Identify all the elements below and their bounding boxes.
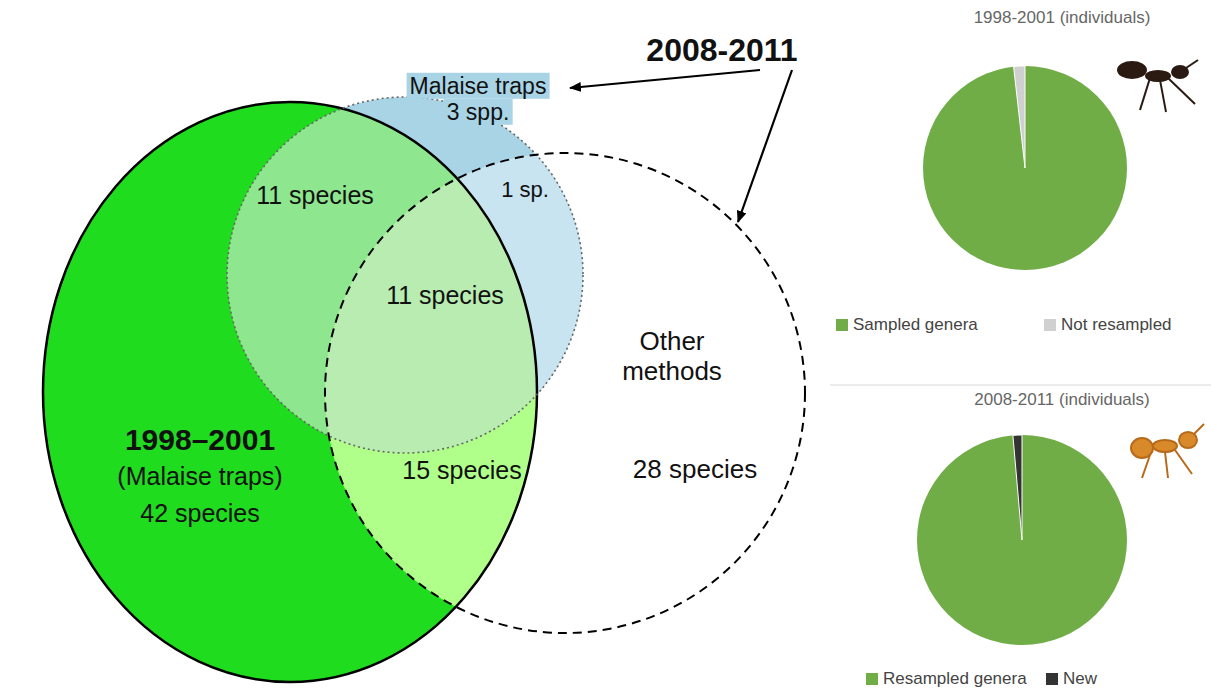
circle-label: 3 spp. xyxy=(444,99,513,125)
legend-swatch xyxy=(866,673,878,685)
circle-outline xyxy=(325,153,805,633)
legend-entry: Resampled genera xyxy=(866,669,1027,689)
circle-label: 1998–2001 xyxy=(125,423,275,458)
ant-icon xyxy=(1131,424,1204,478)
legend-text: Not resampled xyxy=(1061,315,1172,335)
region-count: 15 species xyxy=(402,456,522,485)
chart-title: 2008-2011 (individuals) xyxy=(974,390,1149,410)
legend-text: Resampled genera xyxy=(883,669,1027,689)
region-count: 2008-2011 xyxy=(646,32,797,69)
circle-outline xyxy=(227,97,583,453)
ant-icon xyxy=(1118,60,1198,112)
legend-text: New xyxy=(1063,669,1097,689)
legend-entry: New xyxy=(1046,669,1097,689)
region-count: 11 species xyxy=(386,281,504,310)
legend-entry: Sampled genera xyxy=(836,315,978,335)
circle-label: Other methods xyxy=(607,327,737,387)
circle-label: (Malaise traps) xyxy=(117,462,282,491)
legend-swatch xyxy=(1044,319,1056,331)
circle-label: Malaise traps xyxy=(407,73,550,99)
legend-swatch xyxy=(1046,673,1058,685)
region-count: 11 species xyxy=(256,181,374,210)
circle-label: 28 species xyxy=(633,455,757,485)
venn-circle: Other methods 28 species xyxy=(325,153,805,633)
chart-title: 1998-2001 (individuals) xyxy=(974,8,1151,28)
legend-entry: Not resampled xyxy=(1044,315,1172,335)
circle-label: 42 species xyxy=(140,499,260,528)
legend-swatch xyxy=(836,319,848,331)
region-count: 1 sp. xyxy=(501,177,549,202)
legend-text: Sampled genera xyxy=(853,315,978,335)
venn-circle: Malaise traps3 spp. xyxy=(227,97,583,453)
